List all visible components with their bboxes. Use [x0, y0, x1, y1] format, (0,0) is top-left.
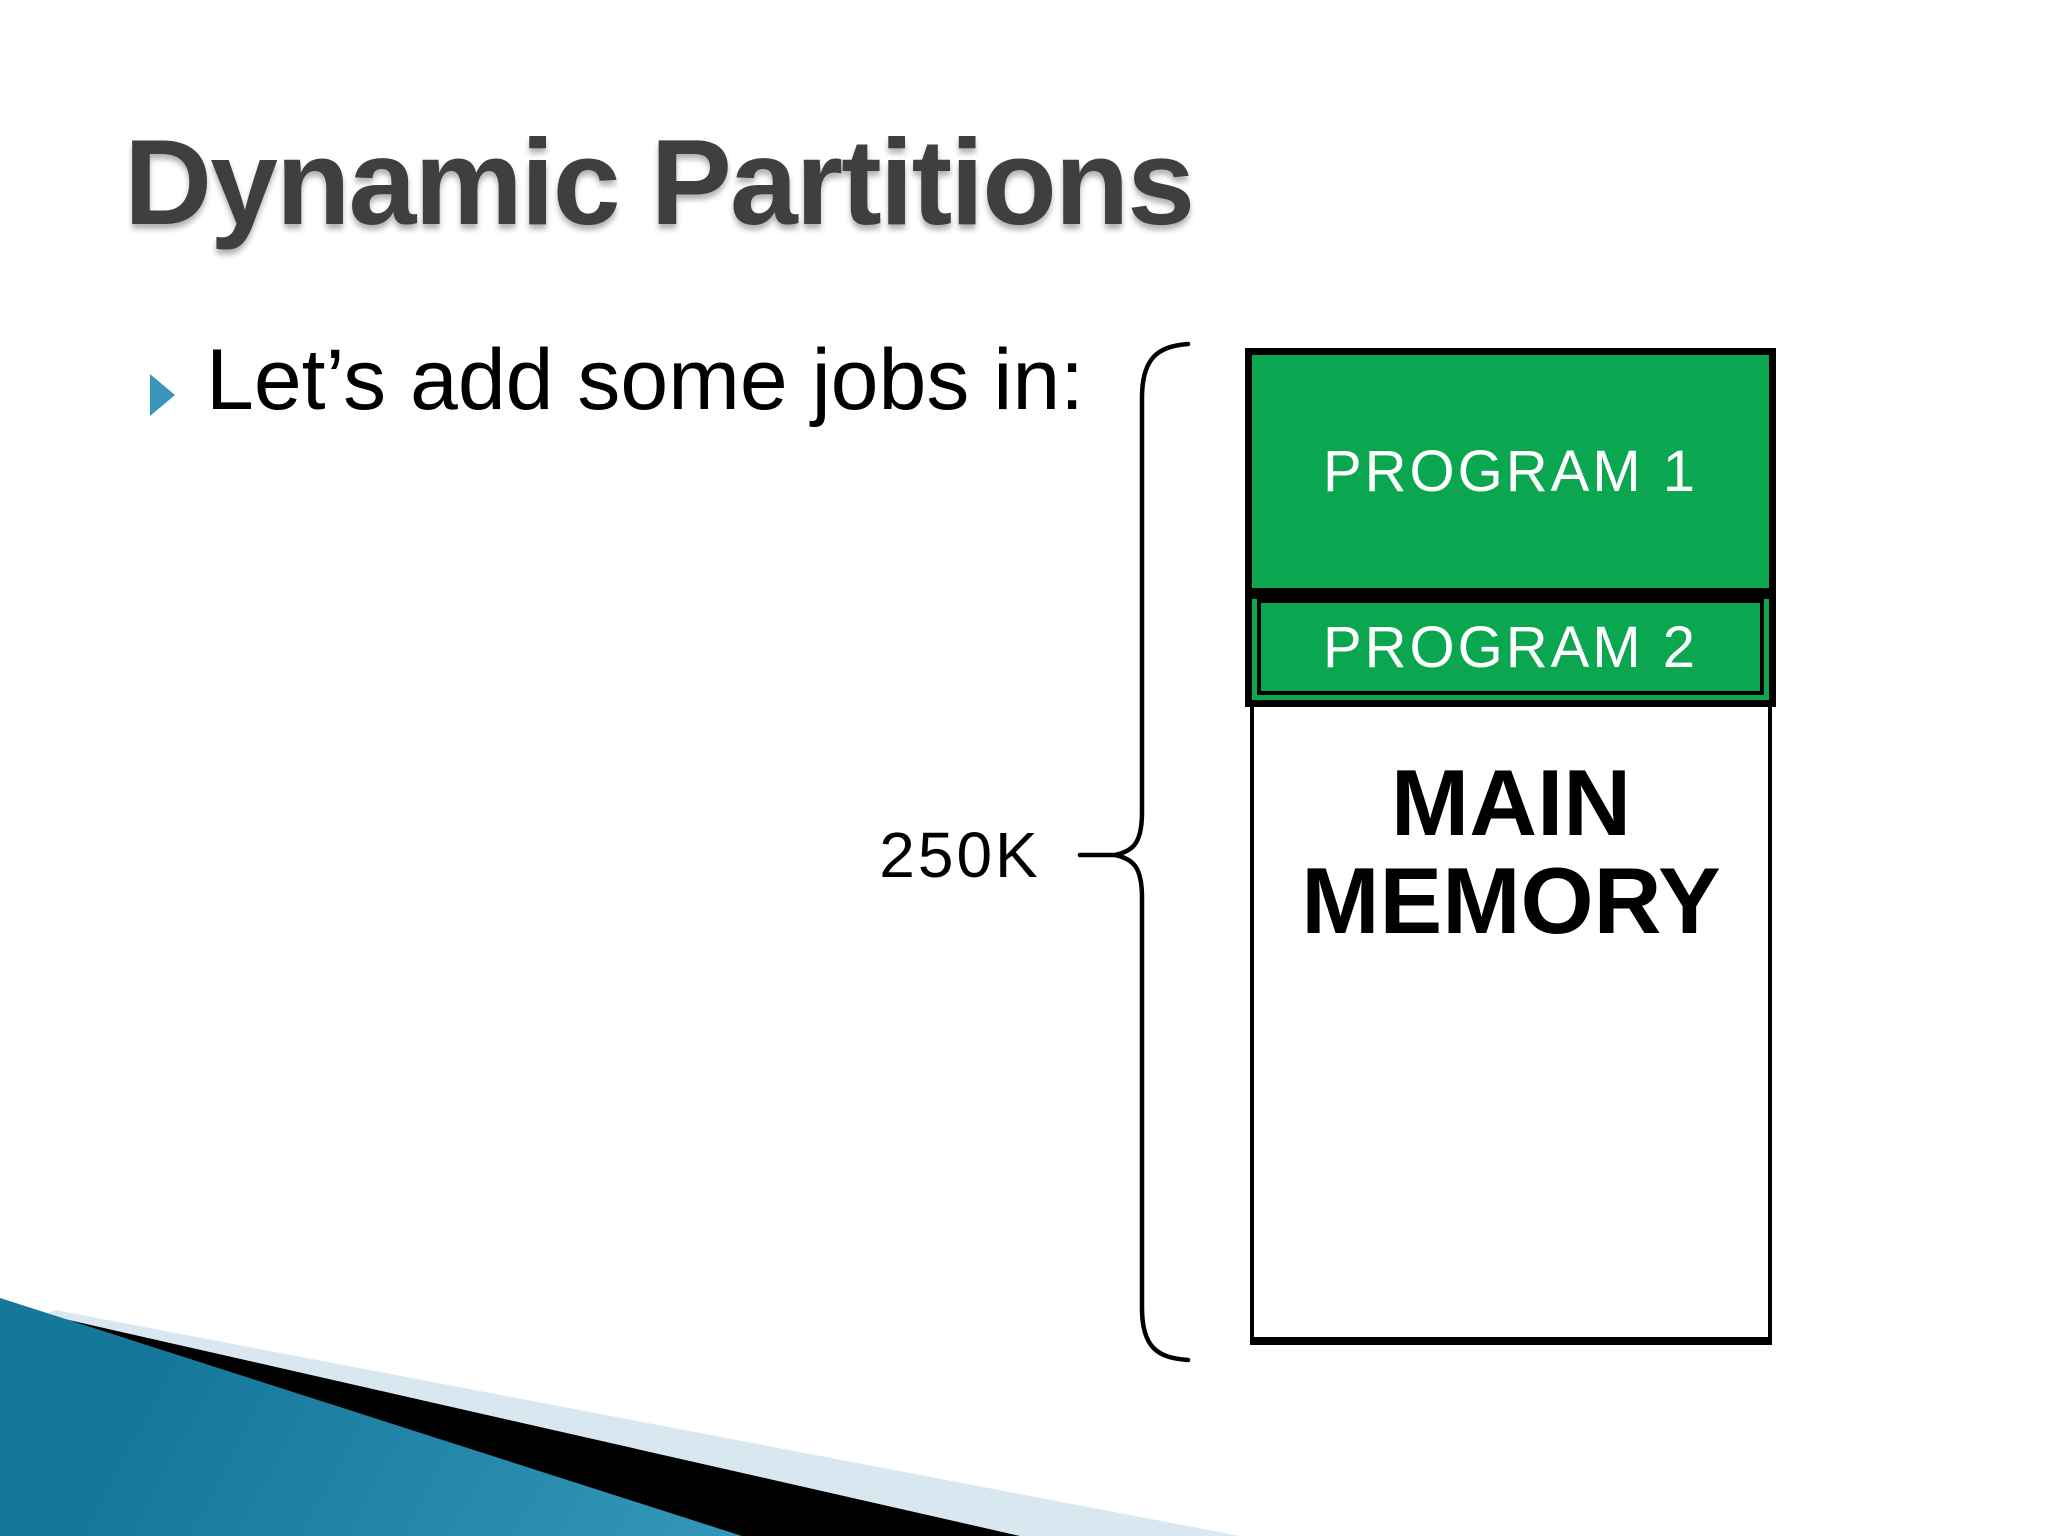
decor-black-stripe [0, 1318, 1020, 1536]
size-label-250k: 250K [879, 819, 1041, 891]
partition-program2: PROGRAM 2 [1257, 599, 1764, 695]
main-memory-label: MAIN MEMORY [1301, 750, 1721, 953]
partition-program1: PROGRAM 1 [1252, 355, 1769, 588]
decor-teal-band [0, 1298, 742, 1536]
partition-divider [1252, 588, 1769, 599]
program1-label: PROGRAM 1 [1322, 439, 1699, 504]
curly-brace [1114, 341, 1191, 1363]
bullet-triangle-icon [150, 374, 175, 416]
bullet-text: Let’s add some jobs in: [206, 332, 1085, 428]
decor-pale-wedge [0, 1310, 1240, 1536]
partitions-container: PROGRAM 1 PROGRAM 2 [1245, 348, 1776, 707]
slide-title: Dynamic Partitions [124, 114, 1195, 250]
footer-decoration [0, 1294, 1240, 1536]
program2-label: PROGRAM 2 [1322, 614, 1699, 680]
